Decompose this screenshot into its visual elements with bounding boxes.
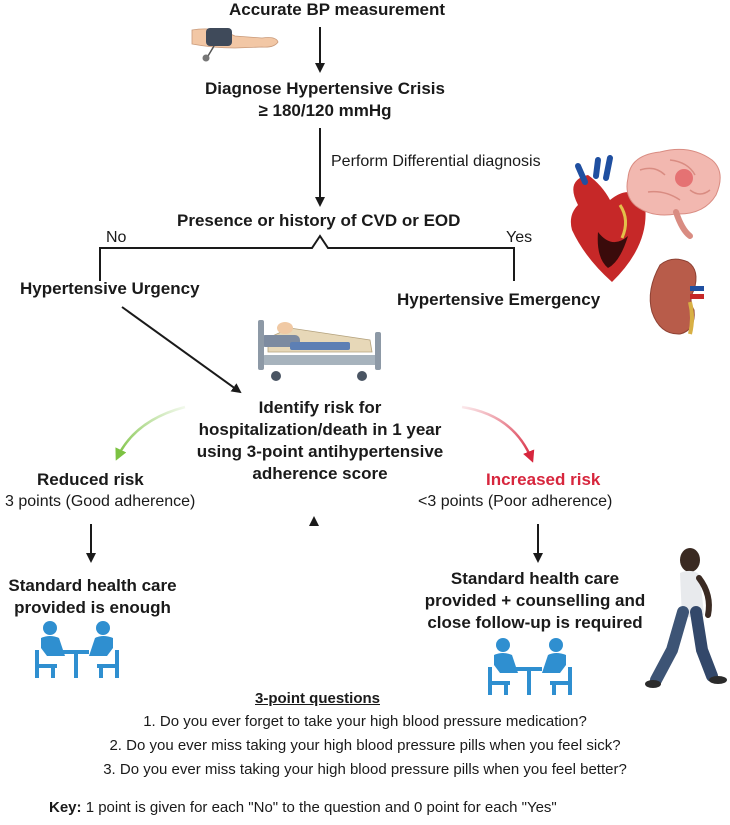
reduced-risk-points: 3 points (Good adherence) <box>5 493 196 510</box>
counsel-line-1: Standard health care <box>450 569 620 588</box>
counselling-care-box: Standard health care provided + counsell… <box>410 568 660 634</box>
key-label: Key: <box>49 799 82 816</box>
urgency-label: Hypertensive Urgency <box>20 279 200 298</box>
presence-question: Presence or history of CVD or EOD <box>177 211 461 230</box>
counsel-line-3: close follow-up is required <box>427 613 643 632</box>
consultation-icon <box>35 621 119 678</box>
diagnose-title: Diagnose Hypertensive Crisis <box>205 79 445 98</box>
kidney-icon <box>649 258 704 335</box>
key-text: 1 point is given for each "No" to the qu… <box>85 799 557 816</box>
arrow-to-increased-risk <box>461 405 535 463</box>
arrow-urgency-to-identify <box>121 306 242 394</box>
reduced-risk-title: Reduced risk <box>37 470 144 489</box>
question-3: 3. Do you ever miss taking your high blo… <box>103 761 627 778</box>
standard-care-box: Standard health care provided is enough <box>0 575 185 619</box>
increased-risk-points: <3 points (Poor adherence) <box>418 493 613 510</box>
diagnose-box: Diagnose Hypertensive Crisis ≥ 180/120 m… <box>195 78 455 122</box>
counsel-line-2: provided + counselling and <box>424 591 646 610</box>
identify-line-1: Identify risk for <box>258 398 382 417</box>
measurement-label: Accurate BP measurement <box>229 0 446 19</box>
no-label: No <box>106 229 127 246</box>
arm-cuff-icon <box>191 28 279 62</box>
heart-icon <box>570 155 646 282</box>
identify-line-4: adherence score <box>252 464 388 483</box>
identify-risk-box: Identify risk for hospitalization/death … <box>185 397 455 485</box>
increased-risk-title: Increased risk <box>486 470 601 489</box>
arrow-to-reduced-risk <box>115 405 186 461</box>
questions-title: 3-point questions <box>255 690 380 707</box>
identify-line-2: hospitalization/death in 1 year <box>198 420 442 439</box>
emergency-label: Hypertensive Emergency <box>397 290 601 309</box>
decision-bracket <box>99 234 515 281</box>
consultation-icon <box>488 638 572 695</box>
key-note: Key: 1 point is given for each "No" to t… <box>49 799 557 816</box>
standard-line-2: provided is enough <box>14 598 171 617</box>
differential-label: Perform Differential diagnosis <box>331 153 541 170</box>
question-1: 1. Do you ever forget to take your high … <box>143 713 587 730</box>
walking-person-icon <box>645 548 727 688</box>
question-2: 2. Do you ever miss taking your high blo… <box>109 737 621 754</box>
diagnose-threshold: ≥ 180/120 mmHg <box>258 101 392 120</box>
brain-icon <box>626 148 721 239</box>
identify-line-3: using 3-point antihypertensive <box>196 442 444 461</box>
hospital-bed-icon <box>258 320 381 381</box>
yes-label: Yes <box>506 229 533 246</box>
standard-line-1: Standard health care <box>8 576 177 595</box>
